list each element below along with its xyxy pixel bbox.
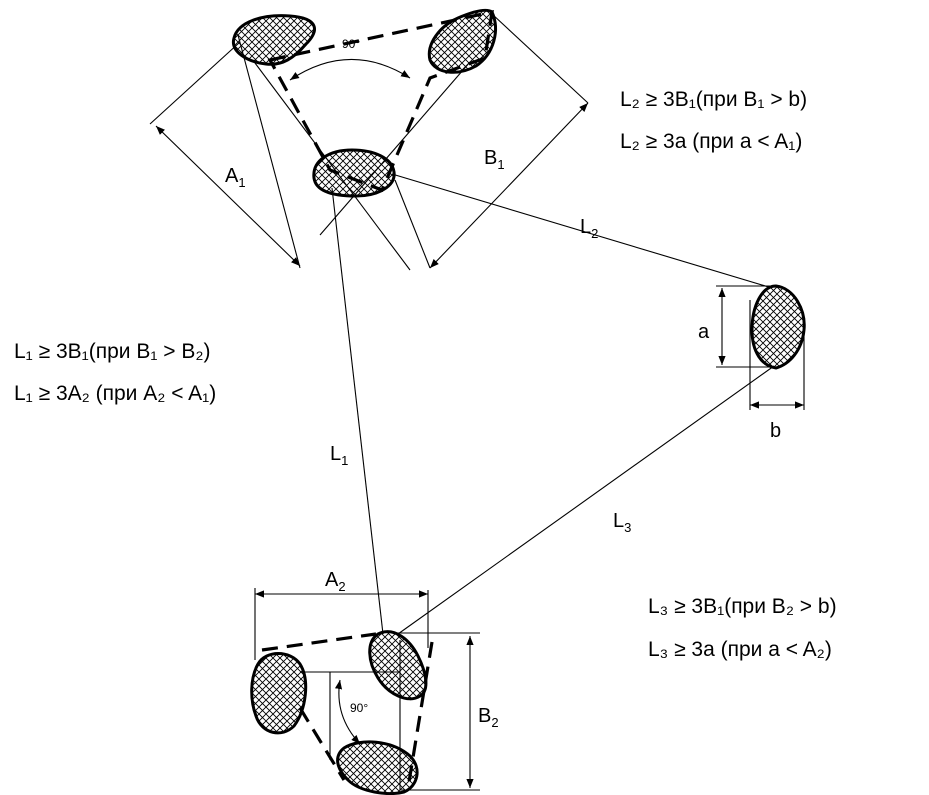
well-top-center (312, 148, 396, 198)
dimension-arrow-b1 (429, 102, 589, 269)
top-construction-line (149, 41, 241, 125)
well-bottom-left (250, 652, 308, 735)
distance-line-l1 (331, 187, 384, 635)
formula-bottom-right-1: L₃ ≥ 3B₁(при B₂ > b) (648, 595, 837, 618)
label-b: b (770, 420, 781, 442)
distance-lines (331, 173, 775, 635)
label-angle-bottom: 90° (350, 701, 368, 715)
distance-line-l2 (391, 173, 773, 289)
well-top-left (231, 14, 316, 66)
dimension-labels: A1 B1 L2 L1 L3 A2 B2 a b 90° 90° (225, 37, 781, 730)
label-l2: L2 (580, 216, 598, 241)
right-well-group (716, 284, 806, 410)
label-b1: B1 (484, 147, 505, 172)
formula-left-2: L₁ ≥ 3A₂ (при A₂ < A₁) (14, 382, 216, 405)
well-top-right (427, 8, 497, 74)
well-bottom-bottom (336, 740, 419, 795)
formula-left-1: L₁ ≥ 3B₁(при B₁ > B₂) (14, 340, 211, 363)
label-b2: B2 (478, 705, 499, 730)
well-bottom-top (368, 630, 428, 701)
top-construction-line (237, 34, 301, 269)
distance-line-l3 (397, 365, 775, 635)
formula-top-right-1: L₂ ≥ 3B₁(при B₁ > b) (620, 88, 807, 111)
label-a: a (698, 321, 710, 343)
label-angle-top: 90° (342, 37, 360, 51)
well-right (750, 284, 806, 370)
top-construction-line (319, 61, 471, 236)
top-construction-line (394, 179, 431, 269)
label-a2: A2 (325, 569, 346, 594)
label-l1: L1 (330, 443, 348, 468)
formulas: L₂ ≥ 3B₁(при B₁ > b) L₂ ≥ 3a (при a < A₁… (14, 88, 837, 661)
label-l3: L3 (613, 510, 631, 535)
dimension-arrow-a1 (155, 125, 301, 267)
top-well-cluster (149, 8, 589, 271)
angle-arc-top (289, 58, 411, 81)
bottom-cluster-dashed-outline (261, 632, 434, 789)
formula-top-right-2: L₂ ≥ 3a (при a < A₁) (620, 130, 802, 153)
bottom-well-cluster (250, 588, 480, 795)
top-construction-line (491, 13, 589, 104)
angle-arc-bottom (334, 679, 361, 745)
formula-bottom-right-2: L₃ ≥ 3a (при a < A₂) (648, 638, 832, 661)
label-a1: A1 (225, 165, 246, 190)
